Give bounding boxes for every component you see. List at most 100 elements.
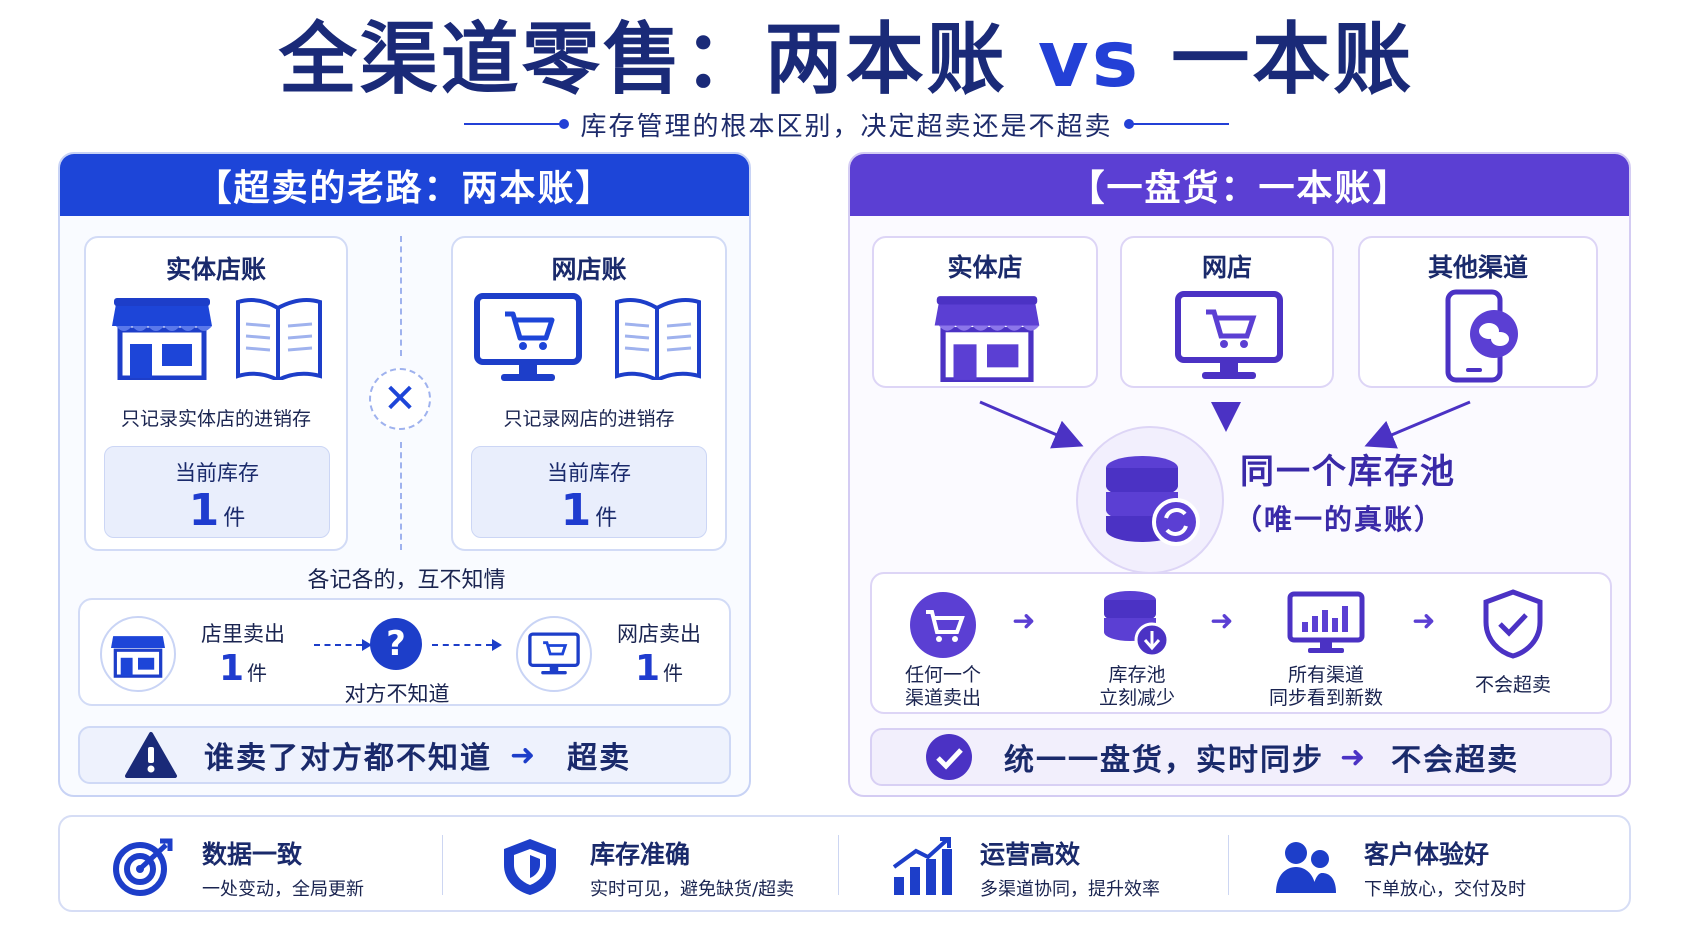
- step2-line2: 立刻减少: [1098, 687, 1175, 709]
- online-inventory-label: 当前库存: [547, 461, 631, 485]
- dashed-arrow: [432, 639, 502, 651]
- conclusion-result: 不会超卖: [1391, 743, 1520, 778]
- store-icon: [934, 296, 1040, 382]
- feature-customer-experience: 客户体验好 下单放心，交付及时: [1274, 817, 1604, 914]
- warning-result: 超卖: [567, 741, 632, 776]
- store-sold-unit: 件: [247, 661, 268, 685]
- users-icon: [1276, 842, 1336, 893]
- step-pool-decreases: 库存池 立刻减少: [1072, 664, 1202, 710]
- inventory-pool-circle: [1076, 426, 1224, 574]
- separate-records-caption: 各记各的，互不知情: [307, 568, 506, 593]
- subtitle: 库存管理的根本区别，决定超卖还是不超卖: [580, 111, 1113, 142]
- store-circle: [100, 616, 176, 692]
- warning-icon: [125, 732, 177, 778]
- step3-line2: 同步看到新数: [1268, 687, 1383, 709]
- store-sold-number: 1: [218, 648, 245, 689]
- channel-online-title: 网店: [1201, 253, 1252, 282]
- feature-divider: [442, 835, 443, 895]
- online-store-monitor-icon: [1175, 291, 1283, 379]
- database-down-icon: [1104, 591, 1170, 658]
- feature-desc: 下单放心，交付及时: [1364, 879, 1526, 900]
- growth-chart-icon: [892, 837, 952, 895]
- sync-steps-row: 任何一个 渠道卖出 ➜ 库存池 立刻减少 ➜ 所有渠道 同步看到新数 ➜: [870, 572, 1612, 714]
- online-store-monitor-icon: [474, 293, 582, 381]
- shield-icon: [504, 839, 556, 895]
- channel-box-online: 网店: [1120, 236, 1334, 388]
- store-icon: [112, 298, 212, 380]
- online-inventory-number: 1: [560, 485, 592, 536]
- check-circle-icon: [926, 734, 972, 780]
- ledger-book-icon: [615, 298, 701, 380]
- page-title: 全渠道零售：两本账 vs 一本账: [0, 10, 1693, 110]
- arrow-icon: ➜: [510, 737, 538, 773]
- step-all-channels-see: 所有渠道 同步看到新数: [1256, 664, 1396, 710]
- divider-bottom: [400, 442, 402, 550]
- pool-title: 同一个库存池: [1240, 452, 1456, 492]
- one-ledger-panel: 【一盘货：一本账】 实体店 网店 其他渠道: [848, 152, 1631, 797]
- channel-other-title: 其他渠道: [1427, 253, 1528, 282]
- oversell-warning-bar: 谁卖了对方都不知道 ➜ 超卖: [78, 726, 731, 784]
- feature-desc: 实时可见，避免缺货/超卖: [590, 879, 795, 900]
- step1-line2: 渠道卖出: [904, 687, 981, 709]
- store-ledger-title: 实体店账: [165, 255, 266, 284]
- store-inventory-unit: 件: [223, 506, 246, 531]
- mobile-chat-icon: [1445, 289, 1518, 383]
- store-sold-label: 店里卖出: [201, 622, 285, 646]
- subtitle-line-left: [464, 119, 570, 129]
- conclusion-text: 统一一盘货，实时同步: [1004, 743, 1324, 778]
- title-vs: vs: [1037, 15, 1142, 105]
- title-tail: 一本账: [1171, 15, 1415, 105]
- channel-store-title: 实体店: [947, 253, 1023, 282]
- step-any-channel-sells: 任何一个 渠道卖出: [886, 664, 1000, 710]
- online-sold-label: 网店卖出: [617, 622, 701, 646]
- feature-divider: [838, 835, 839, 895]
- feature-desc: 多渠道协同，提升效率: [980, 879, 1160, 900]
- left-panel-header: 【超卖的老路：两本账】: [60, 154, 749, 216]
- pool-subtitle: （唯一的真账）: [1234, 503, 1445, 536]
- step-arrow: ➜: [1210, 604, 1234, 637]
- online-sold-unit: 件: [663, 661, 684, 685]
- feature-title: 库存准确: [590, 840, 691, 869]
- feature-title: 客户体验好: [1364, 840, 1490, 869]
- feature-title: 运营高效: [980, 840, 1081, 869]
- channel-box-other: 其他渠道: [1358, 236, 1598, 388]
- step-arrow: ➜: [1412, 604, 1436, 637]
- channel-arrows: [979, 400, 1471, 449]
- arrow-icon: ➜: [1340, 739, 1368, 775]
- target-icon: [113, 838, 173, 896]
- online-store-monitor-icon: [528, 632, 580, 675]
- dashboard-monitor-icon: [1287, 591, 1365, 653]
- store-inventory-label: 当前库存: [175, 461, 259, 485]
- feature-data-consistency: 数据一致 一处变动，全局更新: [112, 817, 442, 914]
- warning-text: 谁卖了对方都不知道: [204, 741, 492, 776]
- step-no-oversell: 不会超卖: [1456, 674, 1570, 697]
- feature-operational-efficiency: 运营高效 多渠道协同，提升效率: [890, 817, 1220, 914]
- online-sold-number: 1: [634, 648, 661, 689]
- unified-conclusion-bar: 统一一盘货，实时同步 ➜ 不会超卖: [870, 728, 1612, 786]
- other-side-unknown: 对方不知道: [344, 682, 450, 706]
- dashed-arrow: [314, 639, 372, 651]
- step4-line1: 不会超卖: [1474, 674, 1551, 696]
- title-main: 全渠道零售：两本账: [278, 15, 1008, 105]
- feature-inventory-accuracy: 库存准确 实时可见，避免缺货/超卖: [500, 817, 830, 914]
- subtitle-row: 库存管理的根本区别，决定超卖还是不超卖: [0, 104, 1693, 144]
- online-ledger-title: 网店账: [551, 255, 627, 284]
- no-link-icon: ✕: [369, 368, 431, 430]
- feature-desc: 一处变动，全局更新: [202, 879, 364, 900]
- store-icon: [111, 636, 165, 678]
- online-inventory-unit: 件: [595, 506, 618, 531]
- right-panel-header: 【一盘货：一本账】: [850, 154, 1629, 216]
- benefits-bar: 数据一致 一处变动，全局更新 库存准确 实时可见，避免缺货/超卖 运营高效 多渠…: [58, 815, 1631, 912]
